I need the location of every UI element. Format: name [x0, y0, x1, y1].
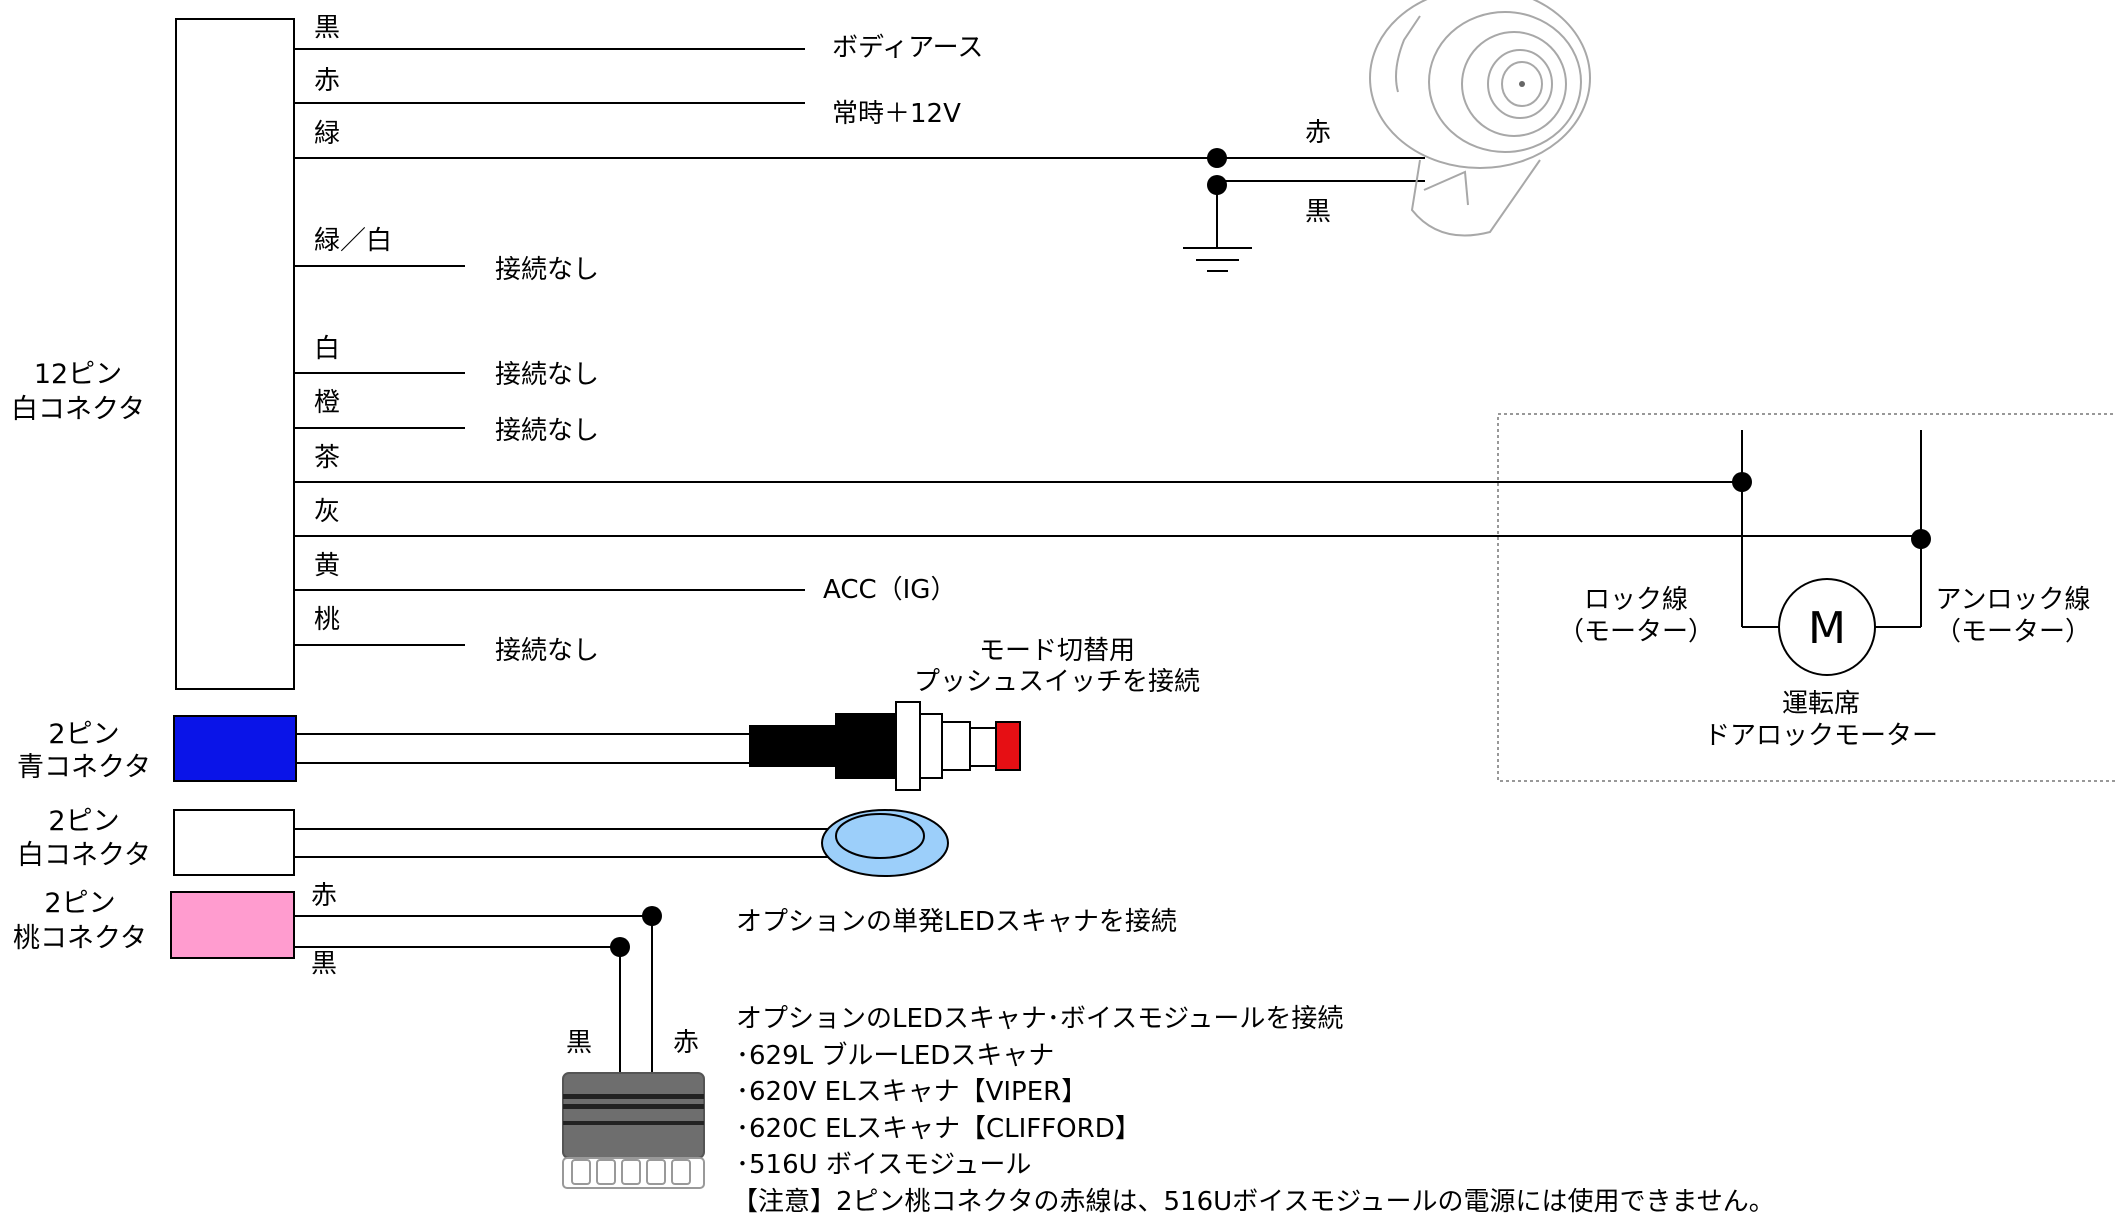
door-motor-area	[1497, 413, 2116, 782]
junction-dot	[642, 906, 662, 926]
wire-dest-label: 常時＋12V	[832, 99, 961, 129]
wire-color-label: 橙	[314, 388, 340, 418]
wire-color-label: 赤	[314, 66, 340, 96]
blue-connector-label-line2: 青コネクタ	[17, 752, 151, 783]
lock-wire-label-line1: ロック線	[1584, 585, 1688, 615]
wire-dest-label: 接続なし	[495, 636, 599, 666]
door-motor-name-line2: ドアロックモーター	[1704, 721, 1938, 751]
main-wires	[294, 48, 1921, 646]
unlock-wire-label-line1: アンロック線	[1936, 585, 2091, 615]
wire-color-label: 茶	[314, 443, 340, 473]
options-title: オプションのLEDスキャナ･ボイスモジュールを接続	[736, 1004, 1343, 1034]
led-scanner-note: オプションの単発LEDスキャナを接続	[736, 907, 1177, 937]
pink-connector-block	[170, 891, 295, 959]
push-switch-note-line2: プッシュスイッチを接続	[914, 667, 1200, 697]
white-connector-label-line1: 2ピン	[48, 806, 119, 837]
white-connector-wires	[294, 828, 840, 858]
wire-dest-label: 接続なし	[495, 360, 599, 390]
pink-wire-black-label: 黒	[311, 949, 337, 979]
siren-wire-black-label: 黒	[1305, 197, 1331, 227]
pink-connector-label-line1: 2ピン	[44, 888, 115, 919]
blue-connector-label-line1: 2ピン	[48, 719, 119, 750]
wire-dest-label: 接続なし	[495, 416, 599, 446]
module-wire-black-label: 黒	[566, 1028, 592, 1058]
wire-color-label: 黒	[314, 13, 340, 43]
option-module-connector-icon	[562, 1072, 705, 1189]
blue-connector-block	[173, 715, 297, 782]
wire-color-label: 桃	[314, 605, 340, 635]
main-connector-label-line1: 12ピン	[34, 359, 122, 390]
main-connector-label-line2: 白コネクタ	[11, 394, 145, 425]
junction-dot	[1732, 472, 1752, 492]
door-motor-wires	[1741, 430, 1922, 628]
door-motor-name-line1: 運転席	[1782, 689, 1860, 719]
white-connector-label-line2: 白コネクタ	[17, 840, 151, 871]
main-connector-block	[175, 18, 295, 690]
options-item: ･620V ELスキャナ【VIPER】	[736, 1077, 1087, 1107]
push-switch-note-line1: モード切替用	[979, 636, 1135, 666]
wire-color-label: 黄	[314, 551, 340, 581]
wire-dest-label: ACC（IG）	[823, 575, 956, 605]
wire-color-label: 灰	[314, 497, 340, 527]
junction-dot	[1911, 529, 1931, 549]
blue-connector-wires	[296, 733, 750, 764]
options-caution: 【注意】2ピン桃コネクタの赤線は、516Uボイスモジュールの電源には使用できませ…	[732, 1187, 1775, 1217]
siren-wire-red-label: 赤	[1305, 118, 1331, 148]
motor-symbol: M	[1808, 603, 1846, 654]
unlock-wire-label-line2: （モーター）	[1935, 617, 2091, 647]
junction-dot	[1207, 175, 1227, 195]
junction-dot	[1207, 148, 1227, 168]
wire-color-label: 緑	[314, 119, 340, 149]
wire-color-label: 緑／白	[314, 226, 392, 256]
pink-connector-label-line2: 桃コネクタ	[13, 923, 147, 954]
siren-icon	[1369, 0, 1591, 237]
junction-dot	[610, 937, 630, 957]
push-switch-icon	[749, 701, 1021, 791]
pink-connector-wires	[294, 915, 653, 1073]
lock-wire-label-line2: （モーター）	[1558, 617, 1714, 647]
wire-color-label: 白	[314, 334, 340, 364]
options-item: ･629L ブルーLEDスキャナ	[736, 1041, 1054, 1071]
white-connector-block	[173, 809, 295, 876]
options-item: ･516U ボイスモジュール	[736, 1150, 1031, 1180]
module-wire-red-label: 赤	[673, 1028, 699, 1058]
siren-center-dot	[1519, 81, 1525, 87]
motor-symbol-circle	[1778, 578, 1876, 676]
wire-dest-label: ボディアース	[832, 33, 983, 63]
options-item: ･620C ELスキャナ【CLIFFORD】	[736, 1114, 1141, 1144]
pink-wire-red-label: 赤	[311, 881, 337, 911]
led-scanner-icon	[821, 809, 949, 877]
wire-dest-label: 接続なし	[495, 255, 599, 285]
